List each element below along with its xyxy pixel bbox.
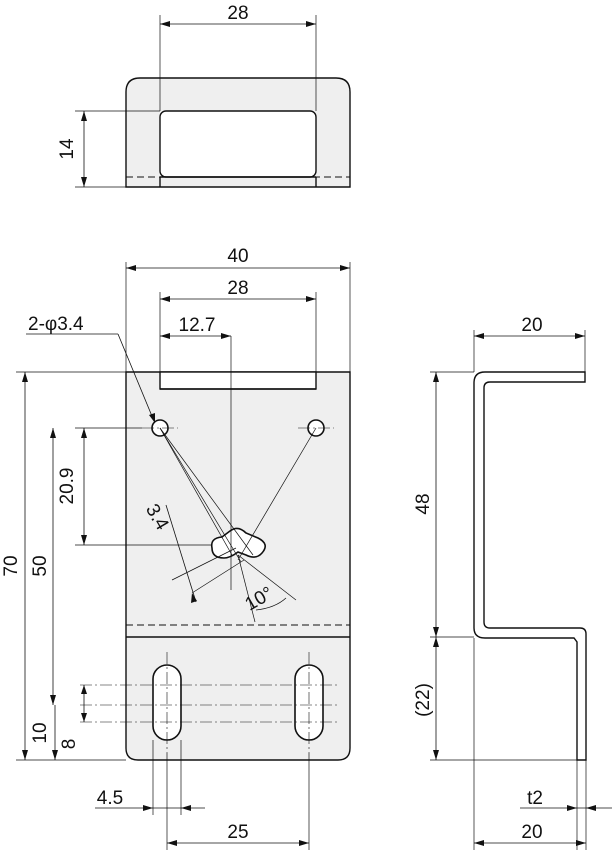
hole-callout-label: 2-φ3.4 — [28, 314, 84, 335]
top-view: 28 14 — [57, 3, 351, 188]
vertical-offset-label: 20.9 — [57, 468, 78, 505]
top-width-label: 28 — [227, 3, 248, 24]
slot-length-label: 8 — [59, 739, 80, 750]
flange-label: 20 — [521, 315, 542, 336]
hole-spacing-label: 28 — [227, 278, 248, 299]
offset-label: 12.7 — [179, 315, 216, 336]
upper-height-label: 48 — [413, 493, 434, 514]
overall-width-label: 40 — [227, 246, 248, 267]
slot-width-label: 4.5 — [97, 788, 123, 809]
lower-height-label: (22) — [413, 683, 434, 717]
base-width-label: 20 — [521, 822, 542, 843]
overall-height-label: 70 — [1, 555, 22, 576]
slot-position-label: 10 — [30, 722, 51, 743]
top-slot — [159, 371, 317, 390]
side-view-profile — [473, 371, 587, 761]
front-view: 3.4 10° 2-φ3.4 40 28 12.7 — [1, 246, 351, 850]
front-view-outline — [125, 371, 351, 761]
thickness-label: t2 — [527, 788, 543, 809]
top-height-label: 14 — [57, 138, 78, 160]
hole-height-label: 50 — [30, 555, 51, 576]
slot-spacing-label: 25 — [227, 822, 248, 843]
side-view: 20 48 (22) t2 20 — [413, 315, 612, 850]
top-view-pocket — [159, 110, 317, 178]
